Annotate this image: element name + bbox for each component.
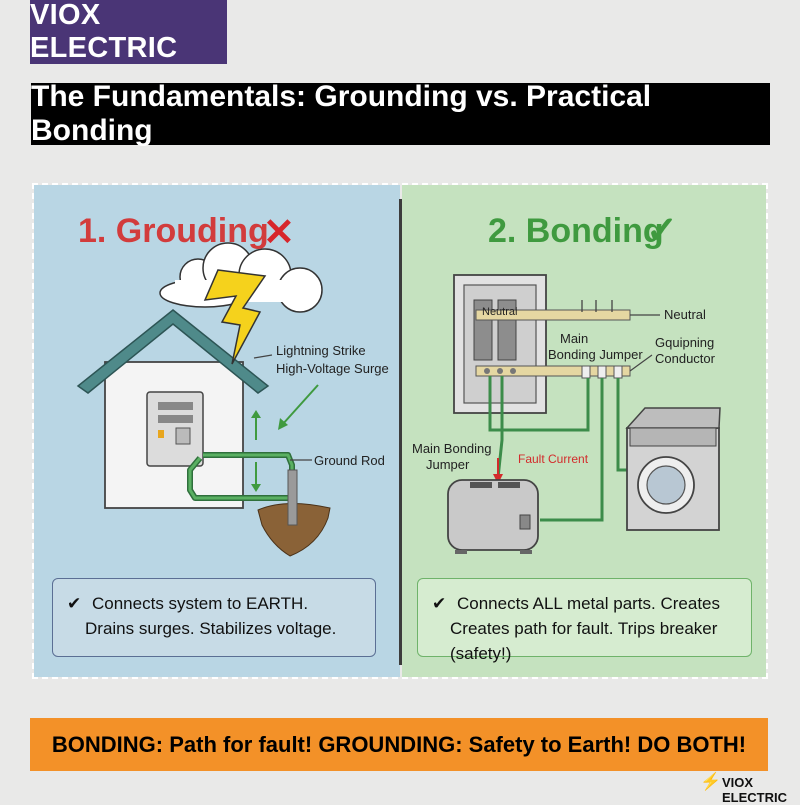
- grounding-summary: ✔ Connects system to EARTH. Drains surges…: [52, 578, 376, 657]
- main-label: Main: [560, 331, 589, 346]
- grounding-summary-line1: Connects system to EARTH.: [92, 594, 309, 613]
- panel-divider: [399, 199, 402, 665]
- lightning-icon: [203, 269, 267, 365]
- brand-logo: VIOX ELECTRIC: [30, 0, 227, 64]
- main-bonding-jumper-label: Main Bonding: [412, 441, 492, 456]
- checkmark-icon: ✓: [646, 210, 678, 252]
- bonding-summary-line2: Creates path for fault. Trips breaker (s…: [450, 619, 718, 663]
- footer-brand: VIOX ELECTRIC: [722, 775, 787, 805]
- bonding-jumper-label: Bonding Jumper: [548, 347, 643, 362]
- bonding-summary: ✔ Connects ALL metal parts. Creates Creat…: [417, 578, 752, 663]
- page-title: The Fundamentals: Grounding vs. Practica…: [31, 80, 770, 147]
- lightning-bolt-icon: ⚡: [700, 772, 722, 791]
- toaster-icon: [447, 479, 539, 554]
- check-icon: ✔: [67, 594, 82, 613]
- lightning-label: Lightning Strike: [276, 343, 366, 358]
- fault-current-label: Fault Current: [518, 452, 589, 466]
- bonding-illustration: [447, 274, 721, 554]
- bottom-banner: BONDING: Path for fault! GROUNDING: Safe…: [30, 718, 768, 771]
- x-mark-icon: ✕: [263, 212, 295, 254]
- neutral-label: Neutral: [664, 307, 706, 322]
- conductor-label: Conductor: [655, 351, 715, 366]
- washing-machine-icon: [625, 407, 721, 531]
- grounding-summary-line2: Drains surges. Stabilizes voltage.: [85, 619, 337, 638]
- bonding-summary-line1: Connects ALL metal parts. Creates: [457, 594, 721, 613]
- neutral-busbar-label: Neutral: [482, 306, 518, 318]
- equipment-label: Gquipning: [655, 335, 715, 350]
- house-illustration: [76, 242, 331, 557]
- grounding-heading: 1. Grouding: [78, 212, 269, 250]
- ground-rod-label: Ground Rod: [314, 453, 385, 468]
- check-icon: ✔: [432, 594, 447, 613]
- panel-frame: [32, 183, 768, 679]
- surge-label: High-Voltage Surge: [276, 361, 389, 376]
- jumper-label: Jumper: [426, 457, 470, 472]
- bonding-heading: 2. Bonding: [488, 212, 664, 250]
